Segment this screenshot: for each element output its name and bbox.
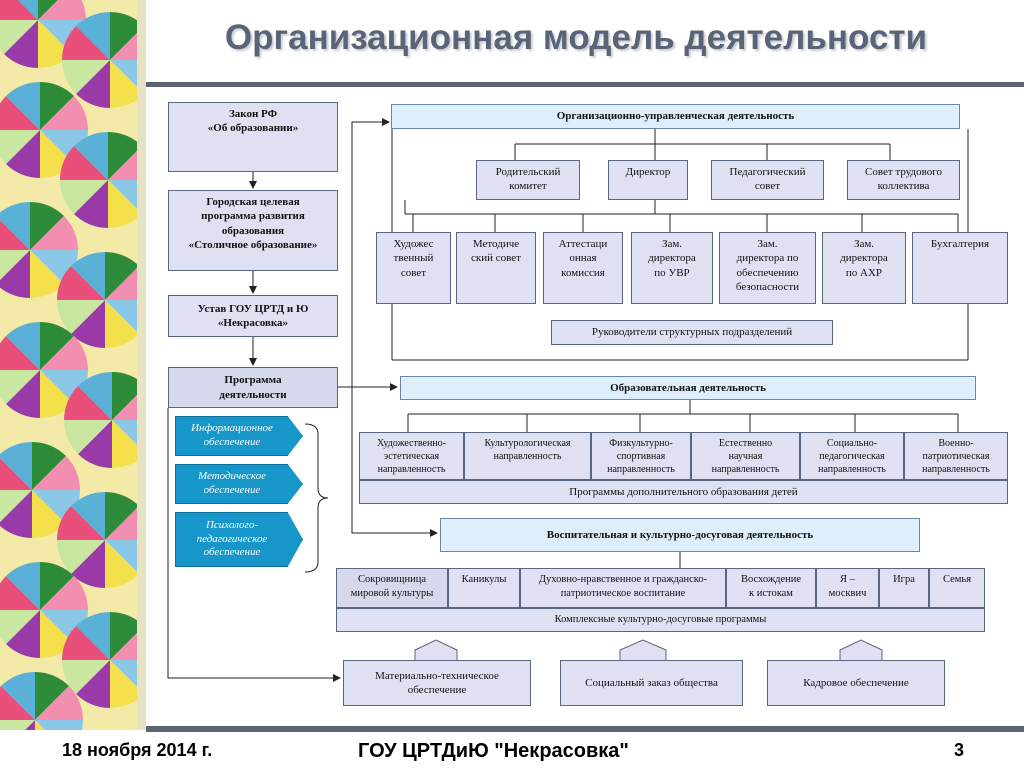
culture-header: Воспитательная и культурно-досуговая дея… — [440, 518, 920, 552]
title-rule — [146, 82, 1024, 87]
culture-family-box: Семья — [929, 568, 985, 608]
footer-org: ГОУ ЦРТДиЮ "Некрасовка" — [358, 740, 629, 762]
charter-box: Устав ГОУ ЦРТД и Ю«Некрасовка» — [168, 295, 338, 337]
culture-holidays-box: Каникулы — [448, 568, 520, 608]
bottom-rule — [146, 726, 1024, 732]
footer-date: 18 ноября 2014 г. — [62, 740, 213, 760]
culture-moral-box: Духовно-нравственное и гражданско-патрио… — [520, 568, 726, 608]
footer: 18 ноября 2014 г. ГОУ ЦРТДиЮ "Некрасовка… — [0, 736, 1024, 768]
staff-support-box: Кадровое обеспечение — [767, 660, 945, 706]
law-box: Закон РФ«Об образовании» — [168, 102, 338, 172]
culture-programs-box: Комплексные культурно-досуговые программ… — [336, 608, 985, 632]
decorative-pattern — [0, 0, 140, 730]
slide-number: 3 — [954, 740, 965, 760]
decorative-edge — [137, 0, 146, 730]
slide-title: Организационная модель деятельности — [224, 18, 928, 57]
culture-moscow-box: Я –москвич — [816, 568, 879, 608]
accounting-box: Бухгалтерия — [912, 232, 1008, 304]
support-bracket — [304, 423, 329, 573]
culture-game-box: Игра — [879, 568, 929, 608]
social-order-box: Социальный заказ общества — [560, 660, 743, 706]
director-box: Директор — [608, 160, 688, 200]
structural-heads-box: Руководители структурных подразделений — [551, 320, 833, 345]
mgmt-header: Организационно-управленческая деятельнос… — [391, 104, 960, 129]
edu-programs-box: Программы дополнительного образования де… — [359, 480, 1008, 504]
title-bar — [146, 0, 1024, 82]
edu-header: Образовательная деятельность — [400, 376, 976, 400]
